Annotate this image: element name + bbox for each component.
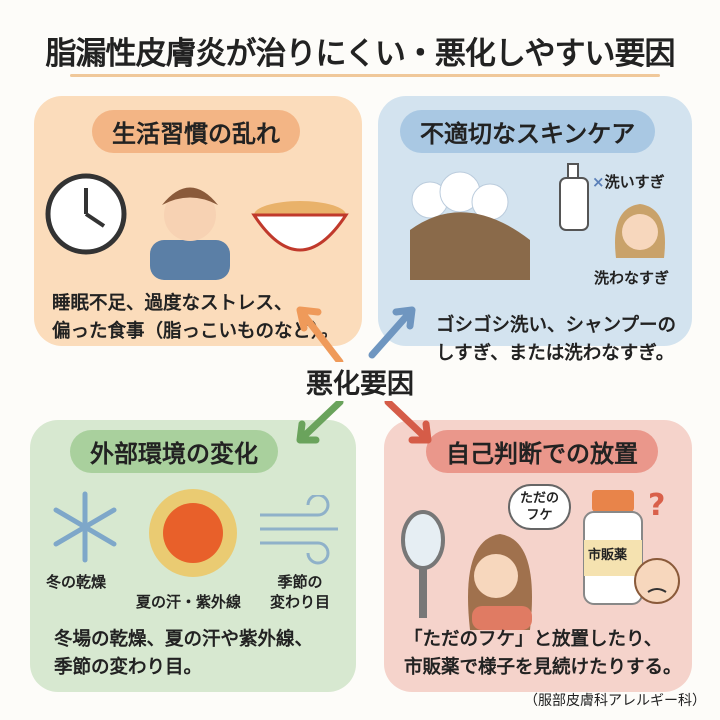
label-winter: 冬の乾燥 (46, 573, 107, 591)
thought-line: フケ (526, 508, 553, 523)
thought-bubble: ただのフケ (508, 484, 572, 530)
snowflake-icon (53, 491, 117, 563)
arrow-to-skincare (368, 306, 416, 359)
label-overwash: ×洗いすぎ (592, 172, 665, 192)
description-line: 市販薬で様子を見続けたりする。 (404, 657, 682, 678)
label-underwash: 洗わなすぎ (594, 269, 670, 287)
label-text: 洗いすぎ (604, 173, 665, 191)
girl-face-illustration (615, 204, 665, 258)
label-summer: 夏の汗・紫外線 (136, 593, 242, 611)
bottle-label: 市販薬 (588, 548, 628, 563)
page-title: 脂漏性皮膚炎が治りにくい・悪化しやすい要因 (45, 36, 675, 72)
description-neglect: 「ただのフケ」と放置したり、市販薬で様子を見続けたりする。 (404, 626, 682, 682)
wind-icon (260, 495, 338, 565)
center-label: 悪化要因 (300, 362, 420, 401)
sun-icon (149, 489, 237, 577)
stressed-person-illustration (150, 187, 230, 280)
description-line: 偏った食事（脂っこいものなど）。 (52, 321, 339, 342)
description-lifestyle: 睡眠不足、過度なストレス、偏った食事（脂っこいものなど）。 (52, 290, 339, 346)
title-underline (70, 74, 660, 77)
clock-icon (45, 173, 127, 255)
medicine-bottle-icon (583, 490, 643, 605)
heading-lifestyle: 生活習慣の乱れ (92, 110, 300, 153)
woman-illustration (468, 534, 532, 630)
description-line: 「ただのフケ」と放置したり、 (404, 629, 663, 650)
thought-line: ただの (520, 491, 560, 506)
description-skincare: ゴシゴシ洗い、シャンプーのしすぎ、または洗わなすぎ。 (436, 312, 676, 368)
arrow-to-neglect (384, 398, 432, 444)
description-line: 冬場の乾燥、夏の汗や紫外線、 (54, 629, 314, 650)
question-mark-icon: ? (648, 488, 666, 523)
description-line: しすぎ、または洗わなすぎ。 (436, 343, 675, 364)
label-line: 変わり目 (270, 593, 331, 611)
label-line: 季節の (277, 573, 323, 591)
description-line: ゴシゴシ洗い、シャンプーの (436, 315, 676, 336)
credit: （服部皮膚科アレルギー科） (524, 693, 706, 709)
heading-environment: 外部環境の変化 (70, 430, 278, 473)
x-mark-icon: × (592, 173, 605, 191)
heading-neglect: 自己判断での放置 (426, 430, 658, 473)
description-line: 季節の変わり目。 (54, 657, 203, 678)
label-season: 季節の変わり目 (270, 572, 330, 612)
hand-mirror-icon (401, 510, 445, 618)
shampoo-bottle-icon (559, 163, 589, 231)
arrow-to-lifestyle (296, 306, 344, 366)
description-environment: 冬場の乾燥、夏の汗や紫外線、季節の変わり目。 (54, 626, 313, 682)
ramen-bowl-illustration (251, 201, 349, 252)
frowning-child-face (634, 558, 680, 604)
description-line: 睡眠不足、過度なストレス、 (52, 293, 293, 314)
arrow-to-environment (296, 398, 344, 444)
heading-skincare: 不適切なスキンケア (400, 110, 656, 153)
washing-hair-illustration (410, 171, 530, 280)
